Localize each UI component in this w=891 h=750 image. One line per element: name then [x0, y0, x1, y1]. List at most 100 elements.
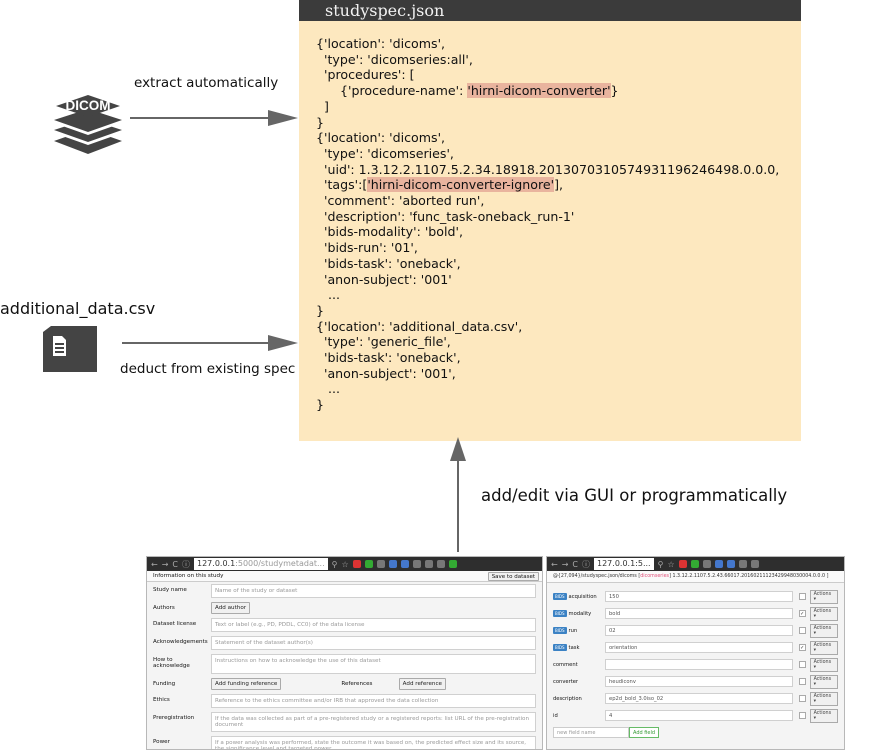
- code-text: }: [316, 114, 325, 130]
- field-checkbox[interactable]: [798, 678, 806, 685]
- field-value-input[interactable]: 150: [605, 591, 793, 602]
- bids-badge: BIDS: [553, 627, 567, 634]
- field-checkbox[interactable]: [798, 712, 806, 719]
- highlighted-value: 'hirni-dicom-converter-ignore': [367, 177, 555, 193]
- extension-icon[interactable]: [678, 560, 687, 568]
- new-field-row: new field name Add field: [547, 724, 844, 740]
- field-key-label: description: [553, 695, 582, 702]
- extension-icon[interactable]: [412, 560, 421, 568]
- actions-dropdown[interactable]: Actions ▾: [809, 691, 838, 706]
- star-icon[interactable]: ☆: [341, 559, 349, 569]
- text-field[interactable]: Statement of the dataset author(s): [211, 636, 536, 650]
- field-checkbox[interactable]: [798, 627, 806, 634]
- field-checkbox[interactable]: ✓: [798, 610, 806, 617]
- spec-line: ...: [316, 381, 779, 397]
- code-text: 'bids-run': '01',: [316, 240, 418, 256]
- back-icon[interactable]: ←: [151, 559, 158, 569]
- field-checkbox[interactable]: [798, 695, 806, 702]
- field-value-input[interactable]: bold: [605, 608, 793, 619]
- text-field[interactable]: Name of the study or dataset: [211, 584, 536, 598]
- reload-icon[interactable]: C: [572, 559, 578, 569]
- dicom-stack-icon: DICOM: [54, 95, 122, 154]
- extension-icon[interactable]: [702, 560, 711, 568]
- code-text: 'anon-subject': '001': [316, 271, 452, 287]
- spec-line: 'bids-run': '01',: [316, 240, 779, 256]
- field-checkbox[interactable]: [798, 661, 806, 668]
- spec-field-row: description ep2d_bold_3.0iso_02 Actions ▾: [547, 690, 844, 707]
- bids-badge: BIDS: [553, 644, 567, 651]
- zoom-icon[interactable]: ⚲: [657, 559, 664, 569]
- forward-icon[interactable]: →: [161, 559, 169, 569]
- field-value-input[interactable]: 02: [605, 625, 793, 636]
- field-label: Power: [153, 739, 170, 745]
- text-field[interactable]: Reference to the ethics committee and/or…: [211, 694, 536, 708]
- save-to-dataset-button[interactable]: Save to dataset: [487, 572, 539, 581]
- add-field-button[interactable]: Add field: [629, 726, 660, 738]
- field-value-input[interactable]: [605, 659, 793, 670]
- add-button[interactable]: Add author: [211, 602, 251, 614]
- star-icon[interactable]: ☆: [667, 559, 675, 569]
- text-field[interactable]: If a power analysis was performed, state…: [211, 736, 536, 749]
- spec-line: {'location': 'dicoms',: [316, 130, 779, 146]
- extension-icon[interactable]: [714, 560, 723, 568]
- extension-icon[interactable]: [726, 560, 735, 568]
- add-reference-button[interactable]: Add reference: [398, 678, 446, 690]
- text-field[interactable]: If the data was collected as part of a p…: [211, 712, 536, 732]
- extension-icon[interactable]: [364, 560, 373, 568]
- field-value-input[interactable]: heudiconv: [605, 676, 793, 687]
- extension-icon[interactable]: [388, 560, 397, 568]
- forward-icon[interactable]: →: [561, 559, 569, 569]
- actions-dropdown[interactable]: Actions ▾: [809, 674, 838, 689]
- code-text: {'location': 'dicoms',: [316, 130, 446, 146]
- actions-dropdown[interactable]: Actions ▾: [809, 623, 838, 638]
- field-key-label: comment: [553, 661, 578, 668]
- spec-line: {'location': 'additional_data.csv',: [316, 319, 779, 335]
- actions-dropdown[interactable]: Actions ▾: [809, 606, 838, 621]
- extension-icon[interactable]: [424, 560, 433, 568]
- code-text: {'location': 'dicoms',: [316, 36, 446, 51]
- actions-dropdown[interactable]: Actions ▾: [809, 589, 838, 604]
- field-key-label: run: [568, 627, 578, 634]
- field-checkbox[interactable]: ✓: [798, 644, 806, 651]
- zoom-icon[interactable]: ⚲: [331, 559, 338, 569]
- add-button[interactable]: Add funding reference: [211, 678, 282, 690]
- field-value-input[interactable]: ep2d_bold_3.0iso_02: [605, 693, 793, 704]
- text-field[interactable]: Instructions on how to acknowledge the u…: [211, 654, 536, 674]
- extension-icon[interactable]: [376, 560, 385, 568]
- spec-field-row: comment Actions ▾: [547, 656, 844, 673]
- reload-icon[interactable]: C: [172, 559, 178, 569]
- extension-icon[interactable]: [352, 560, 361, 568]
- new-field-input[interactable]: new field name: [553, 726, 629, 738]
- text-field[interactable]: Text or label (e.g., PD, PDDL, CC0) of t…: [211, 618, 536, 632]
- field-value-input[interactable]: orientation: [605, 642, 793, 653]
- file-folder-icon: [43, 326, 97, 372]
- code-text: 'type': 'generic_file',: [316, 334, 451, 350]
- info-icon[interactable]: ⓘ: [582, 559, 590, 569]
- address-bar[interactable]: 127.0.0.1:5000/studymetadat...: [194, 558, 328, 570]
- bids-badge: BIDS: [553, 610, 567, 617]
- extension-icon[interactable]: [750, 560, 759, 568]
- extension-icon[interactable]: [448, 560, 457, 568]
- spec-line: 'uid': 1.3.12.2.1107.5.2.34.18918.201307…: [316, 162, 779, 178]
- address-bar[interactable]: 127.0.0.1:5...: [594, 558, 654, 570]
- code-text: ...: [316, 287, 341, 303]
- extension-icon[interactable]: [690, 560, 699, 568]
- extension-icon[interactable]: [738, 560, 747, 568]
- field-label: Preregistration: [153, 715, 195, 721]
- field-checkbox[interactable]: [798, 593, 806, 600]
- spec-line: 'type': 'dicomseries',: [316, 146, 779, 162]
- back-icon[interactable]: ←: [551, 559, 558, 569]
- field-key: comment: [553, 662, 605, 668]
- actions-dropdown[interactable]: Actions ▾: [809, 708, 838, 723]
- actions-dropdown[interactable]: Actions ▾: [809, 640, 838, 655]
- extension-icon[interactable]: [436, 560, 445, 568]
- actions-dropdown[interactable]: Actions ▾: [809, 657, 838, 672]
- info-icon[interactable]: ⓘ: [182, 559, 190, 569]
- extension-icon[interactable]: [400, 560, 409, 568]
- field-value-input[interactable]: 4: [605, 710, 793, 721]
